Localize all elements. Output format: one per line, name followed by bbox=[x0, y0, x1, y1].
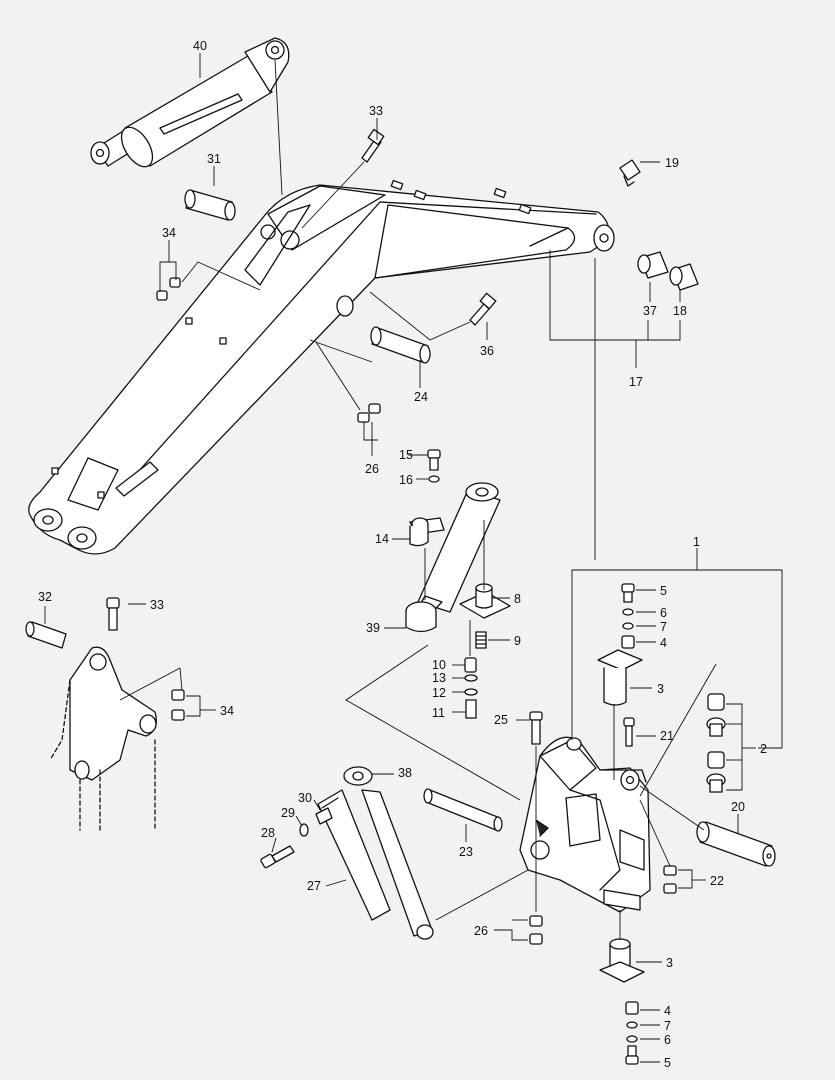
callout-8: 8 bbox=[514, 592, 521, 606]
nuts-26-upper-part bbox=[357, 403, 381, 423]
pin-3-bottom-part bbox=[599, 938, 645, 983]
callout-18: 18 bbox=[673, 304, 687, 318]
pin-20-part bbox=[696, 821, 776, 867]
callout-30: 30 bbox=[298, 791, 312, 805]
callout-27: 27 bbox=[307, 879, 321, 893]
callout-34-inset: 34 bbox=[220, 704, 234, 718]
callout-33-inset: 33 bbox=[150, 598, 164, 612]
bolt-36-part bbox=[469, 292, 497, 326]
callout-25: 25 bbox=[494, 713, 508, 727]
bolt-5-bottom-part bbox=[625, 1045, 639, 1065]
callout-6-top: 6 bbox=[660, 606, 667, 620]
pin-3-top-part bbox=[597, 649, 643, 706]
callout-14: 14 bbox=[375, 532, 389, 546]
callout-4-top: 4 bbox=[660, 636, 667, 650]
callout-21: 21 bbox=[660, 729, 674, 743]
callout-28: 28 bbox=[261, 826, 275, 840]
callout-29: 29 bbox=[281, 806, 295, 820]
bushing-4-top-part bbox=[621, 635, 635, 649]
pin-32-part bbox=[25, 621, 67, 649]
washer-7-top-part bbox=[622, 622, 634, 630]
bushing-37-part bbox=[637, 251, 669, 279]
swing-bracket-part bbox=[519, 736, 651, 913]
pin-plate-14-part bbox=[409, 517, 445, 547]
bolt-28-part bbox=[260, 845, 295, 869]
callout-39: 39 bbox=[366, 621, 380, 635]
nuts-34-inset-part bbox=[171, 689, 185, 721]
pin-24-part bbox=[370, 326, 431, 364]
callout-36: 36 bbox=[480, 344, 494, 358]
callout-7-top: 7 bbox=[660, 620, 667, 634]
grease-fitting-19-part bbox=[619, 159, 641, 187]
callout-31: 31 bbox=[207, 152, 221, 166]
callout-23: 23 bbox=[459, 845, 473, 859]
callout-19: 19 bbox=[665, 156, 679, 170]
bolt-25-part bbox=[529, 711, 543, 745]
callout-7-bottom: 7 bbox=[664, 1019, 671, 1033]
washer-13-part bbox=[464, 674, 478, 682]
callout-11: 11 bbox=[432, 706, 445, 720]
callout-26-lower: 26 bbox=[474, 924, 488, 938]
callout-24: 24 bbox=[414, 390, 428, 404]
callout-38: 38 bbox=[398, 766, 412, 780]
callout-40: 40 bbox=[193, 39, 207, 53]
washer-12-part bbox=[464, 688, 478, 696]
callout-6-bottom: 6 bbox=[664, 1033, 671, 1047]
bolt-15-part bbox=[427, 449, 441, 471]
bolt-21-part bbox=[623, 717, 635, 747]
bolt-11-part bbox=[465, 699, 477, 719]
leader-lines bbox=[44, 53, 783, 1063]
arm-cylinder-38-part bbox=[343, 766, 434, 940]
nipple-9-part bbox=[475, 631, 487, 649]
clip-30-part bbox=[315, 807, 333, 825]
callout-37: 37 bbox=[643, 304, 657, 318]
nuts-26-lower-part bbox=[529, 915, 543, 945]
callout-15: 15 bbox=[399, 448, 413, 462]
callout-labels: 40 33 31 19 34 37 18 36 17 24 26 15 16 1… bbox=[38, 39, 767, 1070]
bushing-4-bottom-part bbox=[625, 1001, 639, 1015]
callout-5-top: 5 bbox=[660, 584, 667, 598]
callout-1: 1 bbox=[693, 535, 700, 549]
callout-3-bottom: 3 bbox=[666, 956, 673, 970]
boom-cylinder-part bbox=[90, 37, 290, 168]
washer-7-bottom-part bbox=[626, 1021, 638, 1029]
callout-12: 12 bbox=[432, 686, 446, 700]
bushing-18-part bbox=[669, 263, 699, 291]
callout-5-bottom: 5 bbox=[664, 1056, 671, 1070]
washer-6-top-part bbox=[622, 608, 634, 616]
callout-33-top: 33 bbox=[369, 104, 383, 118]
callout-2: 2 bbox=[760, 742, 767, 756]
nuts-22-part bbox=[663, 865, 677, 894]
callout-9: 9 bbox=[514, 634, 521, 648]
pin-23-part bbox=[423, 788, 503, 832]
bushing-10-part bbox=[464, 657, 477, 673]
callout-13: 13 bbox=[432, 671, 446, 685]
callout-22: 22 bbox=[710, 874, 724, 888]
bolt-5-top-part bbox=[621, 583, 635, 603]
callout-16: 16 bbox=[399, 473, 413, 487]
callout-32: 32 bbox=[38, 590, 52, 604]
cover-27-part bbox=[317, 789, 391, 921]
pin-31-part bbox=[184, 189, 236, 221]
callout-17: 17 bbox=[629, 375, 643, 389]
bushing-39-part bbox=[405, 601, 437, 633]
washer-6-bottom-part bbox=[626, 1035, 638, 1043]
bolt-33-top-part bbox=[361, 128, 385, 163]
callout-26-upper: 26 bbox=[365, 462, 379, 476]
callout-10: 10 bbox=[432, 658, 446, 672]
washer-29-part bbox=[299, 823, 309, 837]
callout-34-top: 34 bbox=[162, 226, 176, 240]
bolt-33-inset-part bbox=[106, 597, 120, 631]
pin-plate-8-part bbox=[459, 583, 511, 619]
inset-bracket-part bbox=[49, 646, 157, 831]
callout-4-bottom: 4 bbox=[664, 1004, 671, 1018]
callout-20: 20 bbox=[731, 800, 745, 814]
nuts-34-top-part bbox=[156, 277, 181, 301]
bushing-set-2-part bbox=[706, 693, 726, 793]
washer-16-part bbox=[428, 475, 440, 483]
callout-3-top: 3 bbox=[657, 682, 664, 696]
boom-arm-part bbox=[28, 179, 615, 555]
